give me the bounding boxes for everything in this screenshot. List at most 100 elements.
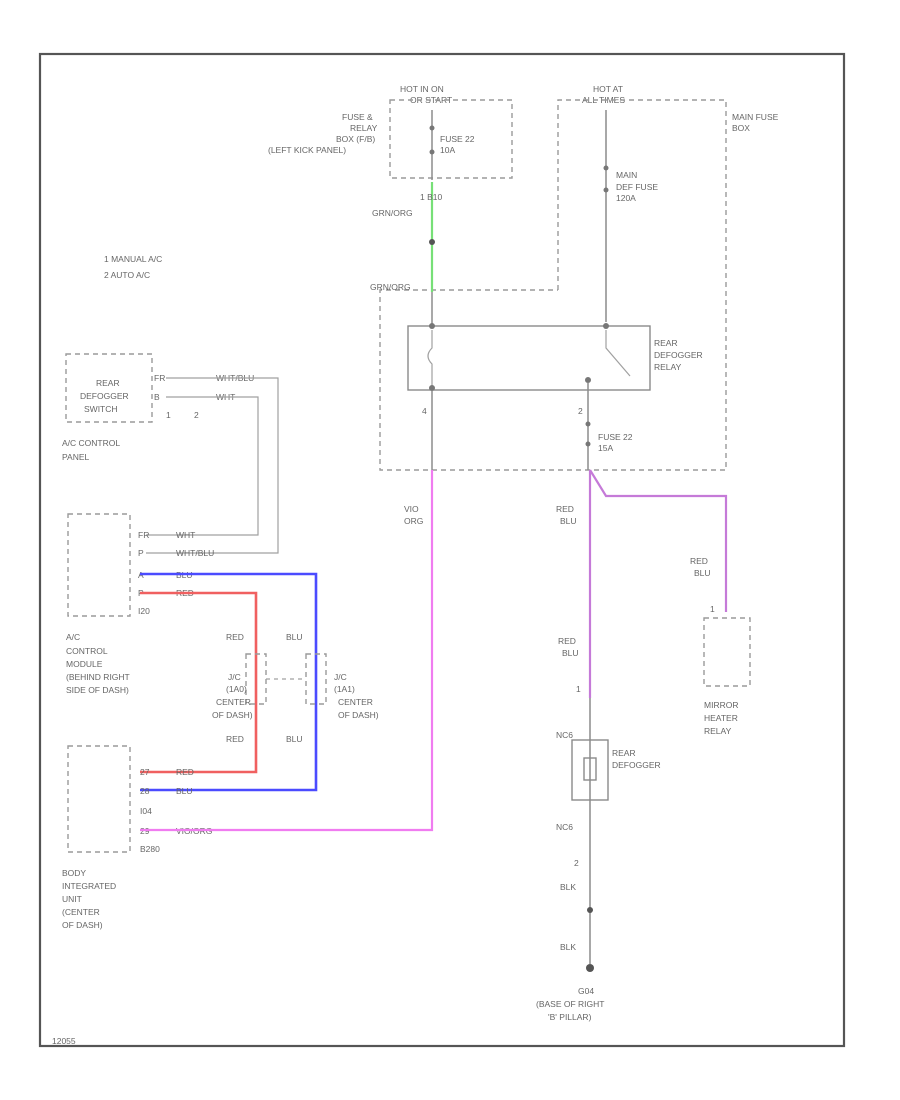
fuse-box-label-3: BOX (F/B) (336, 134, 375, 144)
fuse-relay-box (389, 99, 513, 179)
grn-org-label-2: GRN/ORG (370, 282, 411, 292)
rear-defogger-element (583, 757, 597, 781)
joint-red-lower: RED (226, 734, 244, 744)
fuse22-lower-label-2: 15A (598, 443, 613, 453)
switch-pin-b: B (154, 392, 160, 402)
bcm-label-5: OF DASH) (62, 920, 103, 930)
acm-pin-fr: FR (138, 530, 149, 540)
jc-right-label-3: CENTER (338, 697, 373, 707)
relay-pin-coil-in (429, 323, 435, 329)
diagram-code: 12055 (52, 1036, 76, 1046)
fuse22-lower-pin-a (585, 421, 591, 427)
nc6-bottom: NC6 (556, 822, 573, 832)
hot-in-run-label-1: HOT IN ON (400, 84, 444, 94)
main-def-label-3: 120A (616, 193, 636, 203)
relay-label-2: DEFOGGER (654, 350, 703, 360)
red-blu-right-label-2: BLU (694, 568, 711, 578)
switch-num-1: 1 (166, 410, 171, 420)
fuse22-top-pin-a (429, 125, 435, 131)
body-integrated-unit-box (67, 745, 131, 853)
switch-num-2: 2 (194, 410, 199, 420)
legend-item-2: 2 AUTO A/C (104, 270, 150, 280)
fuse22-top-label-2: 10A (440, 145, 455, 155)
switch-pin-fr: FR (154, 373, 165, 383)
ground-desc-1: (BASE OF RIGHT (536, 999, 604, 1009)
defogger-label-1: REAR (612, 748, 636, 758)
mirror-pin-1: 1 (710, 604, 715, 614)
bcm-label-4: (CENTER (62, 907, 100, 917)
relay-label-1: REAR (654, 338, 678, 348)
jc-left-label-2: (1A0) (226, 684, 247, 694)
ac-control-panel-label-2: PANEL (62, 452, 90, 462)
acm-wire-wht-blu: WHT/BLU (176, 548, 214, 558)
relay-pin-contact-in (603, 323, 609, 329)
bcm-label-2: INTEGRATED (62, 881, 116, 891)
joint-blu-lower: BLU (286, 734, 303, 744)
switch-wht-blu-wire (146, 377, 279, 554)
nc6-top: NC6 (556, 730, 573, 740)
hot-in-run-label-2: OR START (410, 95, 452, 105)
ac-control-panel-label-1: A/C CONTROL (62, 438, 120, 448)
legend-item-1: 1 MANUAL A/C (104, 254, 162, 264)
red-blu-mid-label-1: RED (558, 636, 576, 646)
fuse22-lower-label-1: FUSE 22 (598, 432, 633, 442)
switch-label-2: DEFOGGER (80, 391, 129, 401)
vio-org-wire (140, 470, 434, 832)
mirror-label-3: RELAY (704, 726, 732, 736)
switch-wht-wire (146, 396, 259, 536)
vio-org-label-2: ORG (404, 516, 423, 526)
switch-label-3: SWITCH (84, 404, 118, 414)
main-fuse-box-label-2: BOX (732, 123, 750, 133)
blk-label-2: BLK (560, 942, 576, 952)
diagram-frame (38, 52, 846, 1048)
red-blu-label-2: BLU (560, 516, 577, 526)
mirror-label-2: HEATER (704, 713, 738, 723)
acm-wire-wht: WHT (176, 530, 195, 540)
fuse22-top-pin-b (429, 149, 435, 155)
acm-label-1: A/C (66, 632, 80, 642)
main-fuse-box-label-1: MAIN FUSE (732, 112, 779, 122)
fuse22-top-label-1: FUSE 22 (440, 134, 475, 144)
grn-org-label: GRN/ORG (372, 208, 413, 218)
relay-pin-4: 4 (422, 406, 427, 416)
jc-right-label-2: (1A1) (334, 684, 355, 694)
ground-name: G04 (578, 986, 594, 996)
acm-connector: I20 (138, 606, 150, 616)
main-fuse-box (379, 99, 727, 471)
acm-pin-p1: P (138, 548, 144, 558)
joint-blu-upper: BLU (286, 632, 303, 642)
defogger-pin-1: 1 (576, 684, 581, 694)
bcm-wire-red: RED (176, 767, 194, 777)
fuse-box-label-1: FUSE & (342, 112, 373, 122)
bcm-connector: B280 (140, 844, 160, 854)
main-def-label-2: DEF FUSE (616, 182, 658, 192)
vio-org-label-1: VIO (404, 504, 419, 514)
main-def-label-1: MAIN (616, 170, 637, 180)
jc-left-label-4: OF DASH) (212, 710, 253, 720)
ac-control-module-box (67, 513, 131, 617)
jc-right-label-1: J/C (334, 672, 347, 682)
relay-coil (427, 330, 433, 388)
red-blu-label-1: RED (556, 504, 574, 514)
joint-red-upper: RED (226, 632, 244, 642)
switch-label-1: REAR (96, 378, 120, 388)
bcm-pin-27: 27 (140, 767, 150, 777)
relay-pin-coil-out (429, 385, 435, 391)
red-blu-mid-label-2: BLU (562, 648, 579, 658)
fuse-box-label-2: RELAY (350, 123, 378, 133)
bcm-connector-i04: I04 (140, 806, 152, 816)
acm-label-4: (BEHIND RIGHT (66, 672, 130, 682)
mirror-heater-relay-box (703, 617, 751, 687)
bcm-wire-blu: BLU (176, 786, 193, 796)
ground-desc-2: 'B' PILLAR) (548, 1012, 592, 1022)
joint-connector-1a1 (305, 653, 327, 705)
defogger-pin-2: 2 (574, 858, 579, 868)
fuse22-lower-pin-b (585, 441, 591, 447)
rear-defogger-element-box (571, 739, 609, 801)
blk-label-1: BLK (560, 882, 576, 892)
acm-label-3: MODULE (66, 659, 103, 669)
red-blu-mirror-wire (589, 469, 728, 612)
jc-right-label-4: OF DASH) (338, 710, 379, 720)
jc-left-label-1: J/C (228, 672, 241, 682)
